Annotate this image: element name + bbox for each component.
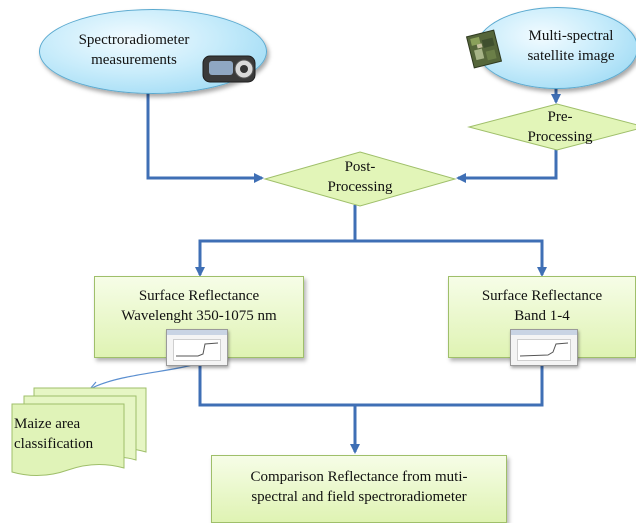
surface-left-line2: Wavelenght 350-1075 nm [121, 308, 277, 324]
arrow-surfaces-to-comparison [198, 357, 544, 407]
maize-classification-documents [11, 387, 147, 476]
surface-left-line1: Surface Reflectance [138, 288, 260, 304]
pre-processing-line1: Pre- [547, 109, 573, 125]
pre-processing-line2: Processing [527, 129, 593, 145]
spectroradiometer-device-icon [202, 55, 256, 83]
maize-classification-label: Maize area classification [14, 414, 110, 454]
pre-processing-diamond [467, 103, 636, 151]
satellite-label-line1: Multi-spectral [528, 28, 614, 44]
maize-line1: Maize area [14, 416, 81, 432]
satellite-label-line2: satellite image [527, 48, 615, 64]
arrow-pre-to-post [456, 148, 558, 183]
maize-line2: classification [14, 436, 94, 452]
comparison-line2: spectral and field spectroradiometer [251, 489, 467, 505]
satellite-image-node: Multi-spectral satellite image [476, 7, 636, 89]
comparison-line1: Comparison Reflectance from muti- [250, 469, 468, 485]
surface-right-line2: Band 1-4 [514, 308, 570, 324]
post-processing-line2: Processing [327, 179, 393, 195]
arrow-to-maize [91, 363, 197, 389]
arrow-post-split-right [355, 239, 547, 277]
spectroradiometer-node: Spectroradiometer measurements [39, 9, 267, 94]
arrow-spectro-to-post [146, 90, 264, 183]
surface-right-line1: Surface Reflectance [481, 288, 603, 304]
post-processing-diamond [263, 151, 457, 207]
spectro-label-line1: Spectroradiometer [78, 32, 190, 48]
satellite-image-icon [465, 29, 503, 69]
reflectance-graph-icon [510, 329, 578, 366]
pre-processing-label: Pre- Processing [505, 107, 615, 147]
post-processing-line1: Post- [344, 159, 376, 175]
spectro-label-line2: measurements [91, 52, 177, 68]
comparison-reflectance-box: Comparison Reflectance from muti- spectr… [211, 455, 507, 523]
reflectance-graph-icon [166, 329, 228, 366]
post-processing-label: Post- Processing [305, 157, 415, 197]
arrow-post-split [195, 205, 357, 277]
